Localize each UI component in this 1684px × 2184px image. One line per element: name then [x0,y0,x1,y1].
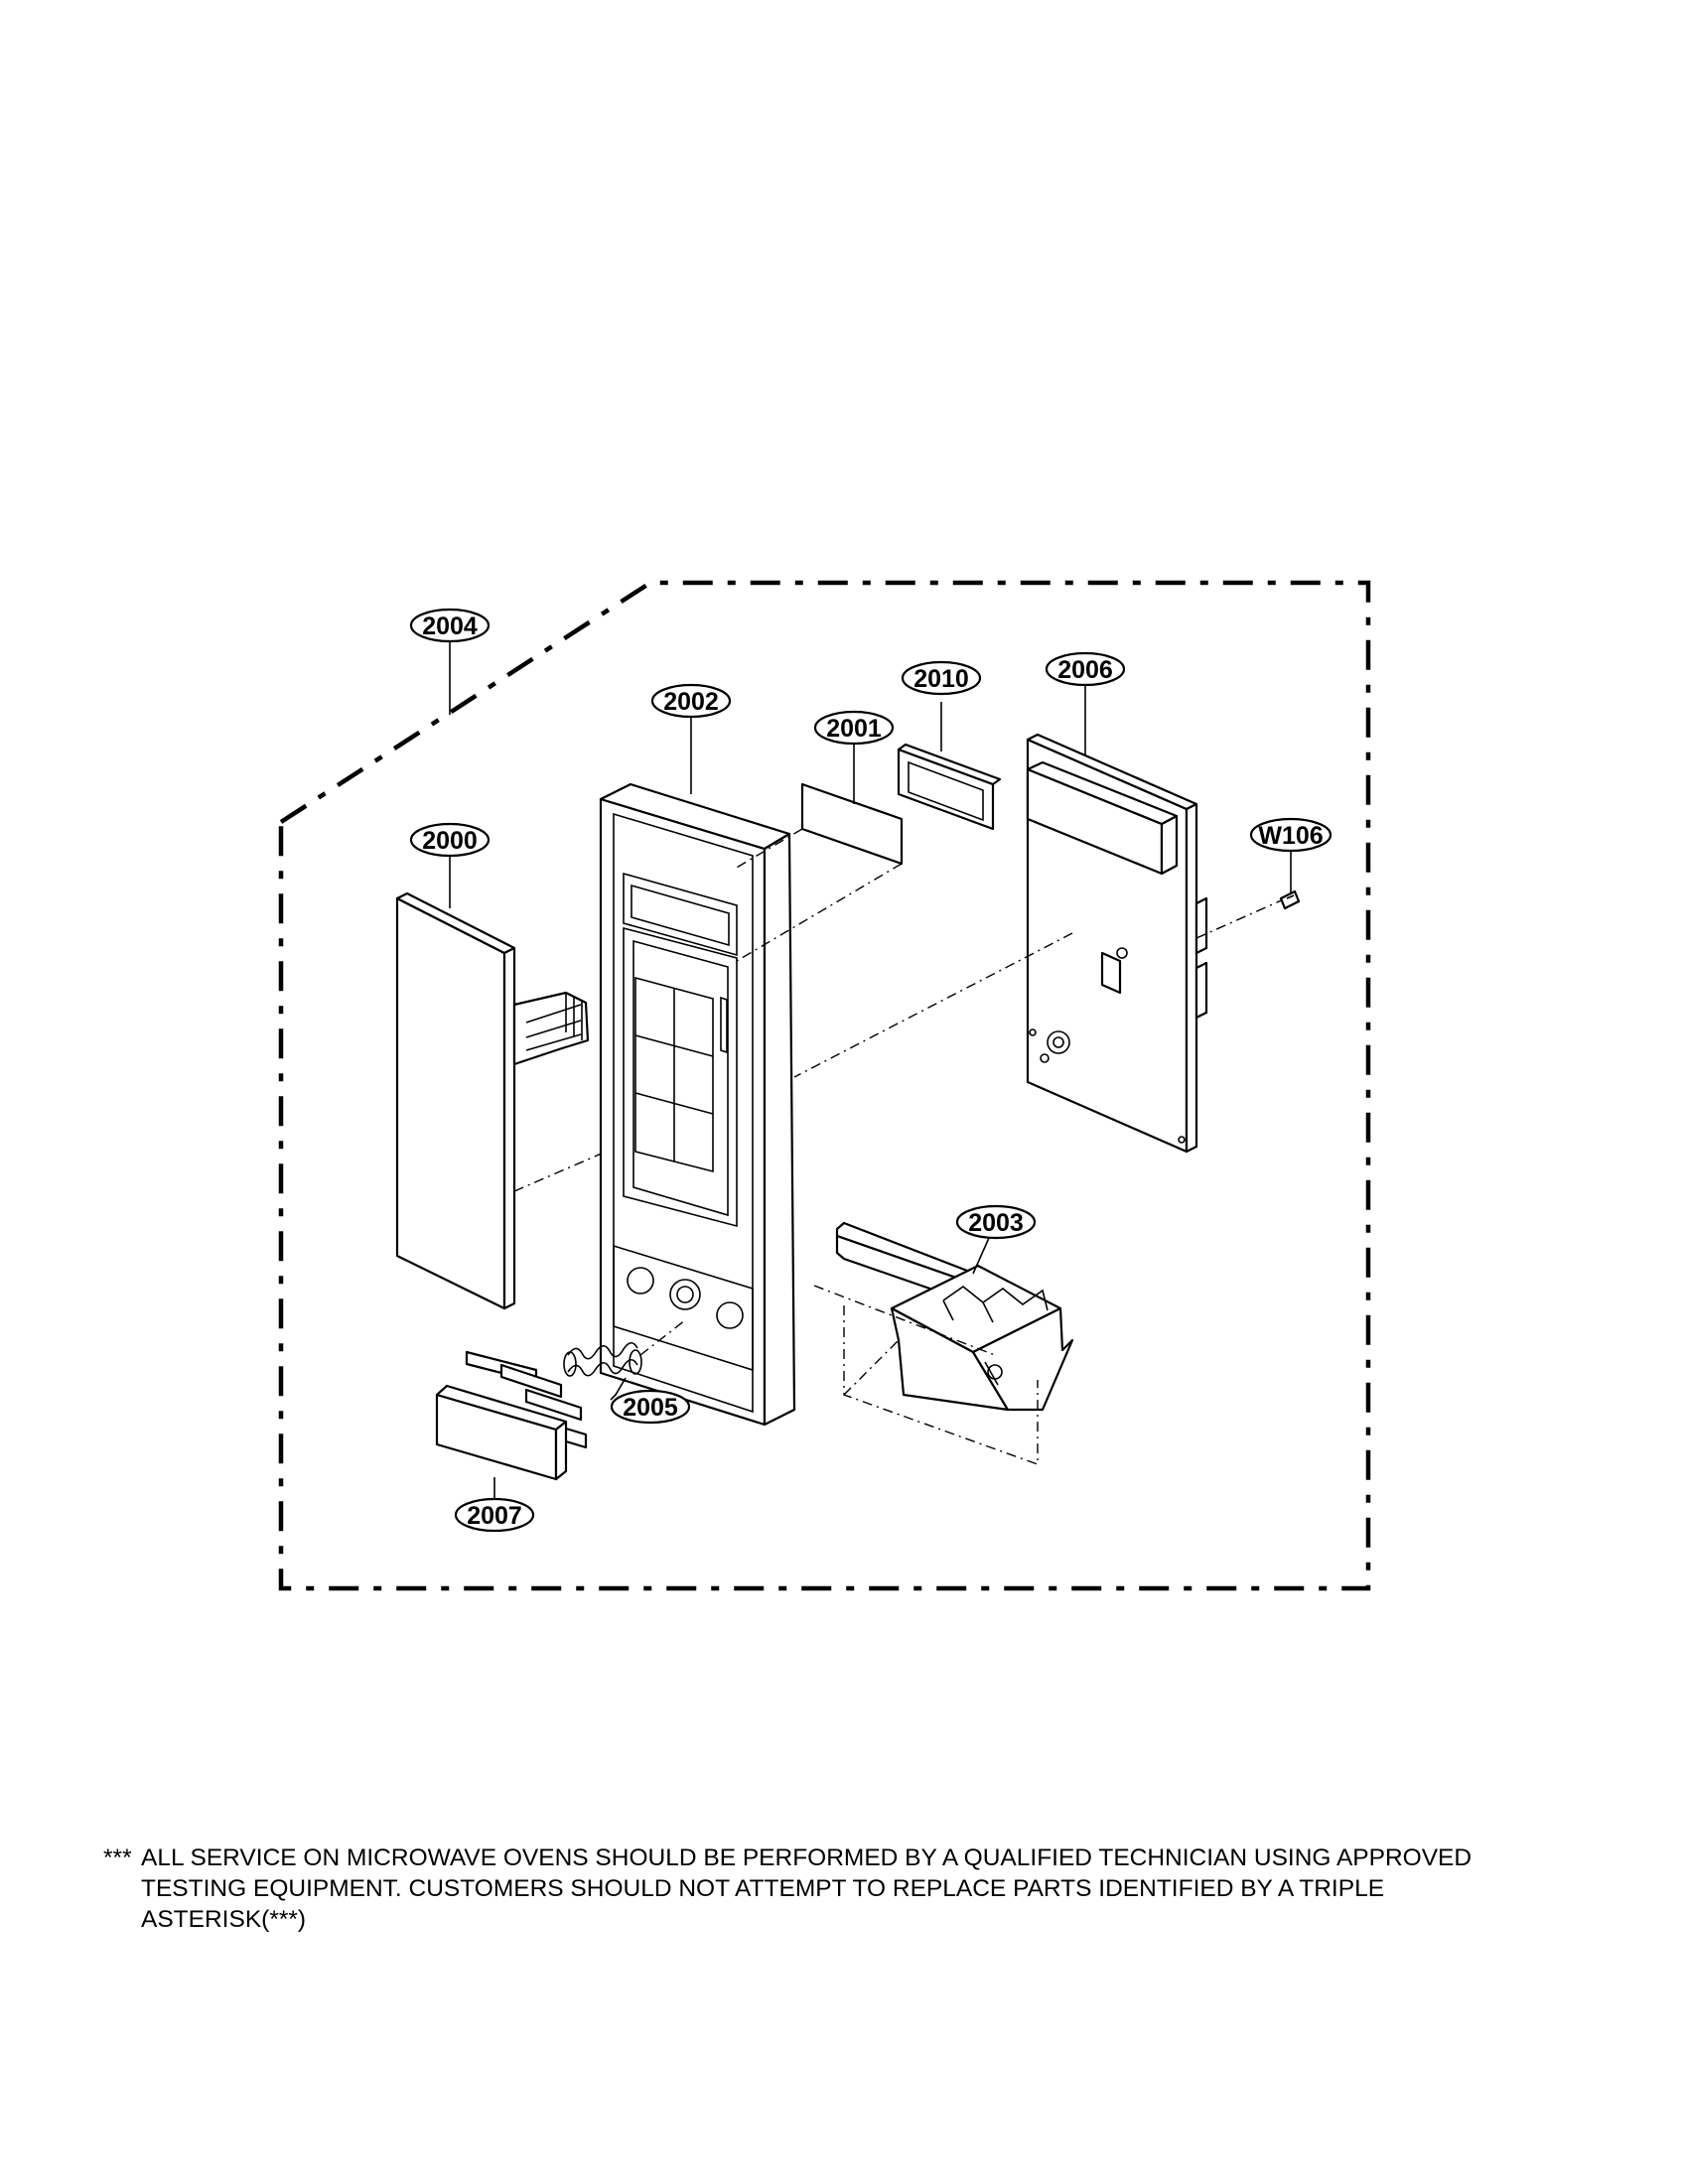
callout-2003: 2003 [955,1204,1037,1240]
callout-label: 2004 [422,613,478,640]
callout-label: 2006 [1057,656,1113,684]
part-2010-lcd-holder [897,743,1002,831]
note-marker: *** [103,1844,132,1871]
callout-label: 2010 [913,665,969,693]
callout-label: 2001 [826,715,882,743]
part-2002-control-panel [599,782,796,1427]
callout-label: W106 [1258,822,1323,850]
part-W106-screw [1279,889,1301,910]
part-2001-display-filter [734,782,904,962]
callout-2001: 2001 [813,710,895,746]
callout-2002: 2002 [650,683,732,719]
leader-lines [449,641,1292,1499]
callout-label: 2003 [968,1209,1024,1237]
callout-label: 2005 [623,1394,678,1422]
callout-2000: 2000 [409,822,491,858]
part-2006-pcb-assembly [793,733,1287,1154]
note-text: ALL SERVICE ON MICROWAVE OVENS SHOULD BE… [141,1844,1473,1933]
callout-label: 2002 [663,688,719,716]
callout-label: 2000 [422,827,478,855]
part-2000-membrane-sheet [395,891,641,1310]
callout-2007: 2007 [454,1497,535,1533]
callout-2010: 2010 [901,660,982,696]
callout-2005: 2005 [610,1389,691,1425]
part-2005-spring [563,1319,686,1377]
assembly-boundary [278,580,1371,1591]
part-2007-door-button [435,1350,588,1481]
callout-2004: 2004 [409,608,491,643]
callout-W106: W106 [1249,817,1333,853]
service-warning-note: *** ALL SERVICE ON MICROWAVE OVENS SHOUL… [103,1843,1553,1935]
part-2003-door-lever [813,1221,1074,1465]
callout-label: 2007 [467,1502,522,1530]
callout-2006: 2006 [1045,651,1126,687]
